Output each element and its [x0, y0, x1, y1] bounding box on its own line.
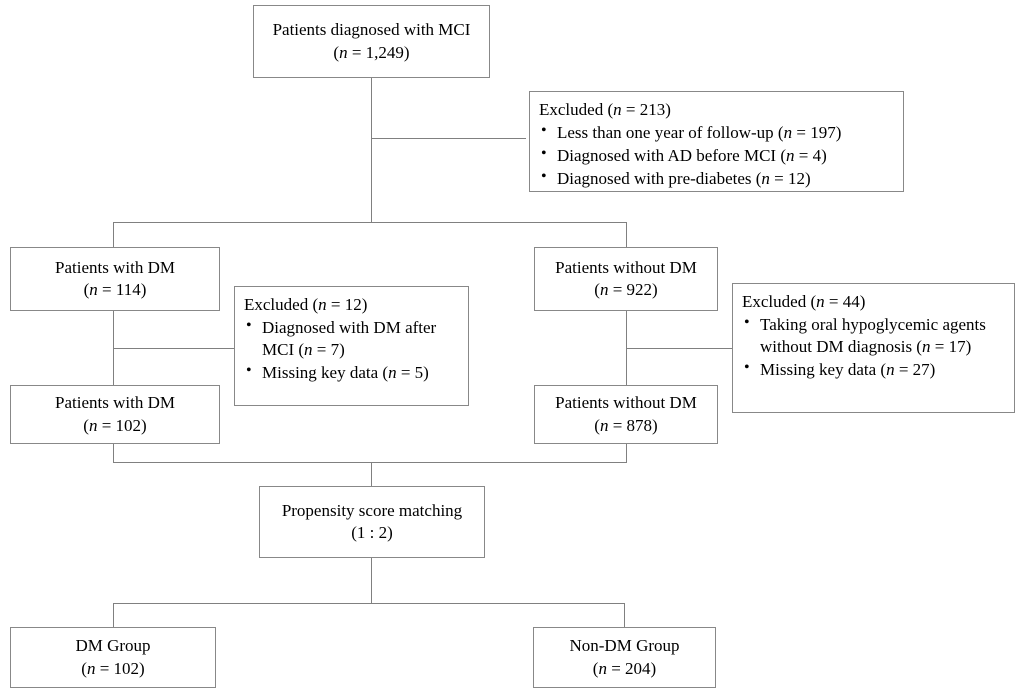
node-nodm878-line2: (n = 878) — [594, 415, 658, 435]
connector-split-bar-1 — [113, 222, 627, 223]
node-patients-with-dm-114: Patients with DM (n = 114) — [10, 247, 220, 311]
node-nodm922-line2: (n = 922) — [594, 280, 658, 299]
node-nondm-group-line1: Non-DM Group — [569, 636, 680, 656]
list-item: Less than one year of follow-up (n = 197… — [539, 121, 895, 144]
node-patients-with-dm-102: Patients with DM (n = 102) — [10, 385, 220, 444]
node-excluded-left: Excluded (n = 12) Diagnosed with DM afte… — [234, 286, 469, 406]
connector-split-left-1 — [113, 222, 114, 247]
excluded-top-list: Less than one year of follow-up (n = 197… — [539, 121, 895, 190]
node-dm114-line2: (n = 114) — [83, 280, 147, 299]
node-psm-line2: (1 : 2) — [351, 523, 393, 542]
excluded-right-header: Excluded (n = 44) — [742, 292, 866, 311]
list-item: Diagnosed with AD before MCI (n = 4) — [539, 144, 895, 167]
connector-to-excluded-top — [371, 138, 526, 139]
connector-nodm878-down — [626, 444, 627, 463]
excluded-top-header: Excluded (n = 213) — [539, 100, 671, 119]
connector-merge-to-psm — [371, 462, 372, 486]
node-patients-diagnosed-mci: Patients diagnosed with MCI (n = 1,249) — [253, 5, 490, 78]
node-nodm878-line1: Patients without DM — [555, 393, 697, 413]
node-patients-without-dm-878: Patients without DM (n = 878) — [534, 385, 718, 444]
connector-split-bar-2 — [113, 603, 625, 604]
connector-mci-down — [371, 78, 372, 223]
node-dm102-line2: (n = 102) — [83, 415, 147, 435]
node-dm-group: DM Group (n = 102) — [10, 627, 216, 688]
node-patients-without-dm-922: Patients without DM (n = 922) — [534, 247, 718, 311]
connector-dm102-down — [113, 444, 114, 463]
node-dm102-line1: Patients with DM — [55, 393, 175, 413]
node-nondm-group-line2: (n = 204) — [592, 658, 657, 678]
connector-split-right-2 — [624, 603, 625, 628]
connector-psm-down — [371, 558, 372, 604]
node-dm-group-line2: (n = 102) — [81, 658, 145, 678]
node-psm-line1: Propensity score matching — [281, 500, 463, 520]
list-item: Diagnosed with pre-diabetes (n = 12) — [539, 167, 895, 190]
connector-split-left-2 — [113, 603, 114, 628]
connector-split-right-1 — [626, 222, 627, 247]
node-excluded-right: Excluded (n = 44) Taking oral hypoglycem… — [732, 283, 1015, 413]
node-mci-line1: Patients diagnosed with MCI — [272, 20, 471, 40]
list-item: Missing key data (n = 5) — [244, 361, 460, 384]
list-item: Missing key data (n = 27) — [742, 358, 1006, 381]
excluded-left-header: Excluded (n = 12) — [244, 295, 368, 314]
connector-to-excluded-right — [626, 348, 733, 349]
node-dm-group-line1: DM Group — [75, 636, 151, 656]
connector-to-excluded-left — [113, 348, 235, 349]
node-mci-line2: (n = 1,249) — [333, 42, 410, 62]
node-excluded-top: Excluded (n = 213) Less than one year of… — [529, 91, 904, 192]
node-propensity-score-matching: Propensity score matching (1 : 2) — [259, 486, 485, 558]
connector-merge-bar — [113, 462, 627, 463]
node-nodm922-line1: Patients without DM — [555, 257, 697, 277]
node-non-dm-group: Non-DM Group (n = 204) — [533, 627, 716, 688]
node-dm114-line1: Patients with DM — [55, 257, 175, 277]
